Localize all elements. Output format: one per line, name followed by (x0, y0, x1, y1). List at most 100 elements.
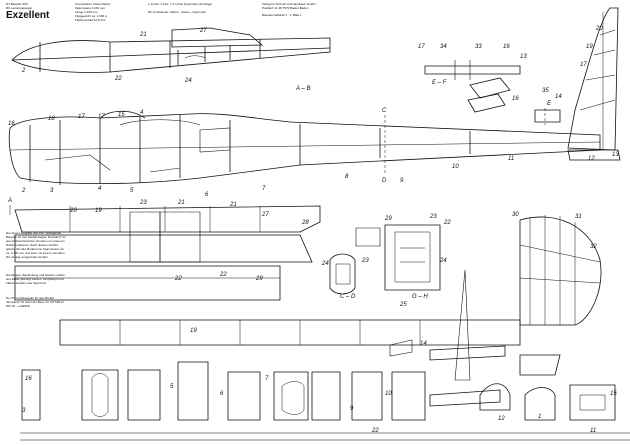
part-number: 20 (69, 208, 77, 214)
part-number: 8 (345, 174, 349, 180)
part-number: 7 (262, 186, 266, 192)
section-label-d: D (382, 178, 387, 184)
part-number: 2 (21, 68, 26, 74)
part-number: 23 (361, 258, 369, 264)
note-paragraph: Der dieser Ausgabe des FMT beiliegende B… (6, 231, 66, 259)
part-number: 19 (586, 44, 593, 50)
part-number: 13 (612, 152, 619, 158)
section-label-e: E (547, 101, 552, 107)
part-number: 16 (25, 376, 32, 382)
part-number: 3 (22, 408, 26, 414)
spec-line: Fluggewicht ca. 1.600 g (75, 14, 107, 18)
fuselage-top-view (11, 27, 331, 73)
part-number: 22 (443, 220, 451, 226)
part-number: 5 (130, 188, 134, 194)
specs-title: Konstruktion: Klaus Reiber (75, 2, 111, 6)
section-label-cd: C – D (340, 294, 356, 300)
part-number: 5 (170, 384, 174, 390)
part-number: 35 (542, 88, 549, 94)
part-number: 15 (610, 391, 617, 397)
plan-title: Exzellent (6, 10, 50, 21)
part-number: 27 (199, 28, 207, 34)
part-number: 17 (98, 114, 105, 120)
vertical-fin (567, 7, 621, 161)
part-number: 13 (520, 54, 527, 60)
former-sections (21, 361, 426, 421)
part-number: 21 (177, 200, 185, 206)
part-number: 22 (114, 76, 122, 82)
part-number: 19 (95, 208, 102, 214)
spec-line: Flächeninhalt 42,5 dm² (75, 18, 106, 22)
plan-subtitle: RC-Leistungssegler (6, 6, 33, 10)
part-number: 22 (371, 428, 379, 434)
part-number: 29 (384, 216, 392, 222)
part-number: 10 (452, 164, 459, 170)
spec-line: Spannweite 2.100 mm (75, 6, 105, 10)
part-number: 15 (118, 112, 125, 118)
part-number: 4 (140, 110, 144, 116)
publisher-address: Postfach 11 28 7570 Baden-Baden (262, 6, 309, 10)
wing-tip (519, 215, 602, 326)
cross-sections (329, 224, 441, 295)
part-number: 17 (580, 62, 587, 68)
part-number: 11 (508, 156, 514, 162)
part-number: 25 (399, 302, 407, 308)
section-label-a: A (7, 198, 12, 204)
part-number: 23 (429, 214, 437, 220)
plan-scale: Bauplanmaßstab 1 : 1, Blatt 1 (262, 13, 302, 17)
part-number: 32 (590, 244, 597, 250)
note-paragraph: Der RT-Großbauplan für das Modell "Exzel… (6, 296, 65, 308)
pushrod-detail (424, 60, 561, 123)
part-number: 18 (48, 116, 55, 122)
part-number: 16 (8, 121, 15, 127)
part-number: 3 (50, 188, 54, 194)
part-number: 9 (350, 406, 354, 412)
section-markers (9, 108, 546, 215)
part-number: 14 (555, 94, 562, 100)
section-label-c: C (382, 108, 387, 114)
part-number: 12 (498, 416, 505, 422)
part-number: 17 (418, 44, 425, 50)
part-number: 2 (21, 188, 26, 194)
part-number: 6 (205, 192, 209, 198)
part-number: 30 (512, 212, 519, 218)
part-number: 10 (385, 391, 392, 397)
part-number: 22 (174, 276, 182, 282)
plan-series: RT-Bauplan 609 (6, 2, 28, 6)
part-number: 1 (538, 414, 541, 420)
section-label-gh: G – H (412, 294, 428, 300)
part-number: 28 (301, 220, 309, 226)
part-number: 6 (220, 391, 224, 397)
fuselage-side-view (8, 110, 601, 185)
part-number: 33 (475, 44, 482, 50)
part-number: 16 (512, 96, 519, 102)
publisher: Verlag für Technik und Handwerk GmbH (262, 2, 316, 6)
part-number: 24 (184, 78, 192, 84)
part-number: 11 (590, 428, 596, 434)
section-label-ab: A – B (295, 86, 310, 92)
small-parts (389, 269, 616, 421)
part-number: 21 (229, 202, 237, 208)
rc-line: 1–Funkt. 4 bzw. 7,2' (ohne Querruder) ab… (148, 2, 212, 6)
part-number: 12 (588, 156, 595, 162)
note-paragraph: Die Rippen, Beplankung und Streifen soll… (6, 273, 65, 285)
part-number: 16 (503, 44, 510, 50)
part-number: 22 (219, 272, 227, 278)
section-label-ef: E – F (432, 80, 447, 86)
spec-line: Länge 1.200 mm (75, 10, 98, 14)
part-number: 31 (575, 214, 582, 220)
part-number: 24 (439, 258, 447, 264)
part-number: 7 (265, 376, 269, 382)
wing-plan-view (14, 205, 321, 301)
part-number: 17 (78, 114, 85, 120)
part-number: 27 (261, 212, 269, 218)
part-number: 14 (420, 341, 427, 347)
part-number: 20 (595, 26, 603, 32)
part-number: 4 (98, 186, 102, 192)
stabilizer-plan-view (20, 319, 630, 441)
part-number: 23 (139, 200, 147, 206)
part-number-labels: 27 21 2 22 24 16 18 17 17 15 4 2 3 4 5 6… (8, 26, 619, 434)
part-number: 21 (139, 32, 147, 38)
